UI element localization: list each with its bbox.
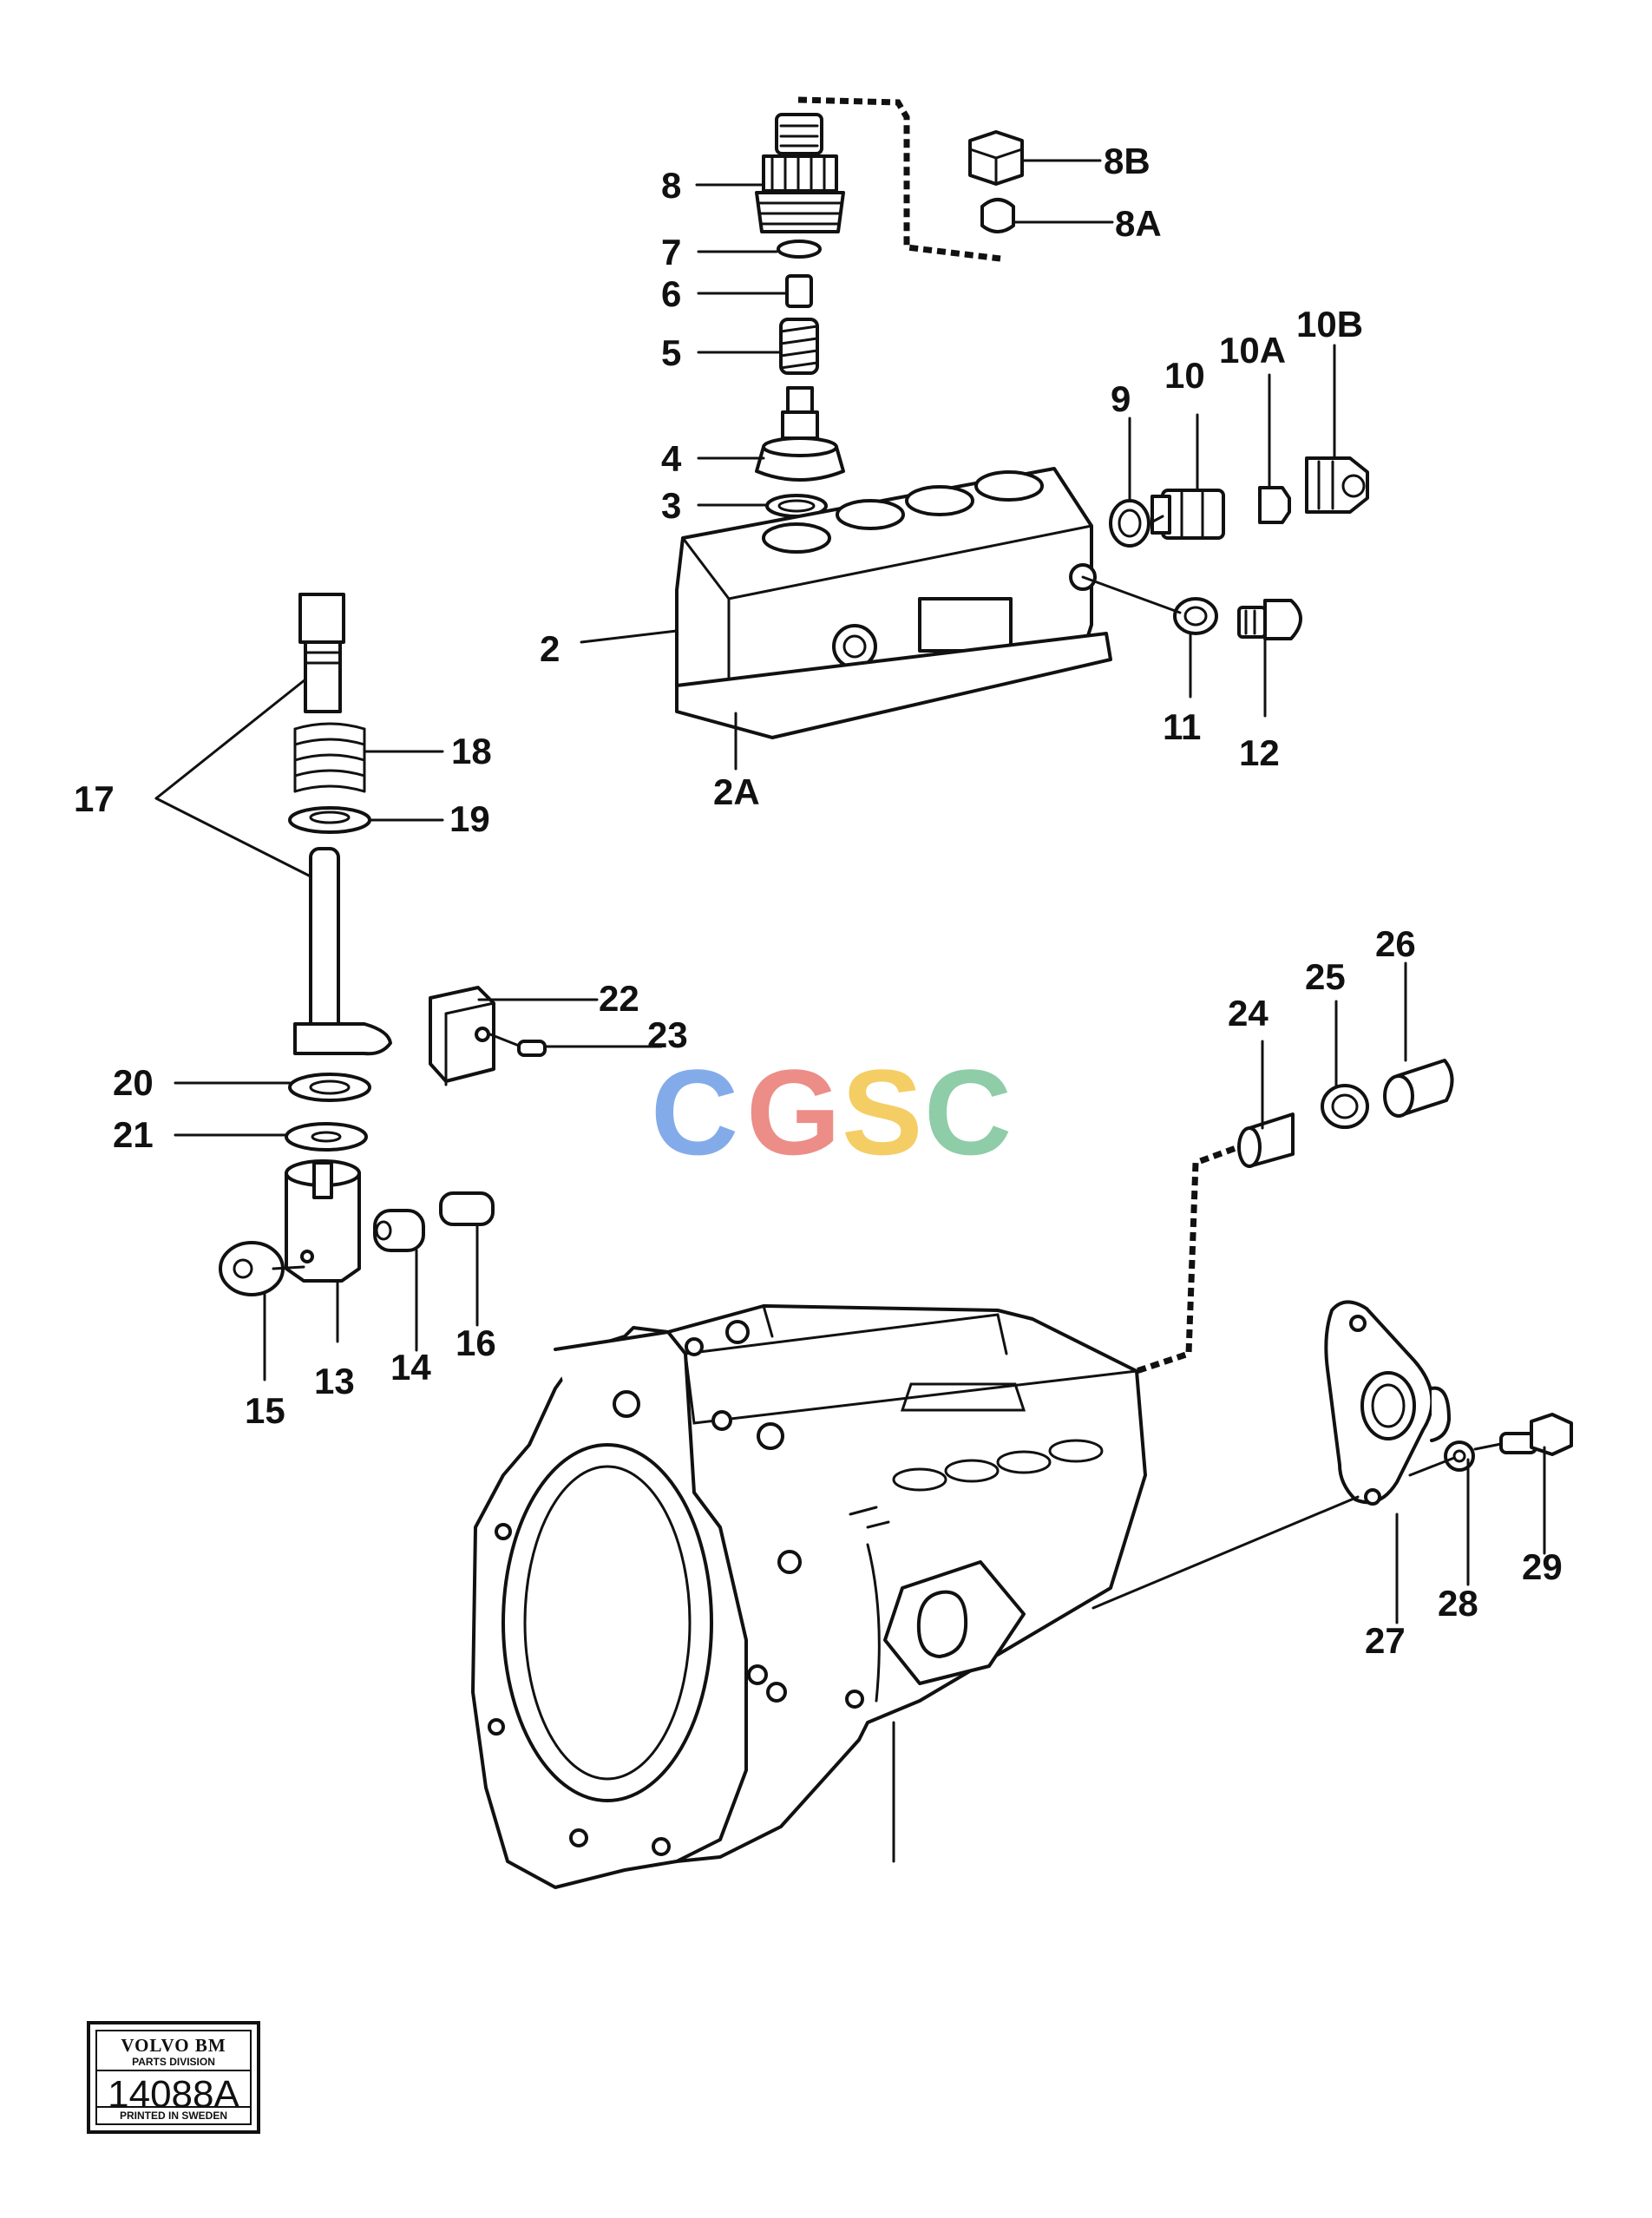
- leader-lines: [154, 159, 1546, 1863]
- part-14-bush: [373, 1209, 425, 1252]
- label-8A: 8A: [1115, 203, 1162, 244]
- label-27: 27: [1365, 1620, 1406, 1661]
- label-3: 3: [661, 485, 681, 526]
- watermark-letter-g: G: [746, 1044, 841, 1180]
- stamp-number: 14088A: [108, 2073, 239, 2116]
- label-11: 11: [1163, 706, 1201, 747]
- part-7-washer: [777, 240, 822, 259]
- label-21: 21: [113, 1114, 154, 1155]
- label-29: 29: [1522, 1546, 1563, 1587]
- stamp-brand: VOLVO BM: [121, 2035, 226, 2056]
- label-10A: 10A: [1219, 330, 1286, 371]
- watermark-logo: C G S C: [651, 1044, 1012, 1180]
- label-12: 12: [1239, 732, 1280, 773]
- stamp-frame: VOLVO BM PARTS DIVISION 14088A PRINTED I…: [95, 2030, 252, 2125]
- part-21-washer: [285, 1122, 368, 1152]
- part-20-washer: [288, 1073, 371, 1102]
- label-17: 17: [74, 778, 115, 819]
- stamp-footer: PRINTED IN SWEDEN: [97, 2106, 250, 2122]
- part-23-screw: [517, 1040, 547, 1057]
- callout-labels: 8 7 6 5 4 3 2 2A 8B 8A 9 10 10A 10B 11 1…: [74, 141, 1563, 1661]
- label-13: 13: [314, 1361, 355, 1401]
- part-2A-gasket: [675, 632, 1112, 739]
- label-19: 19: [449, 798, 490, 839]
- part-17-plunger-top: [298, 593, 345, 713]
- label-15: 15: [245, 1390, 285, 1431]
- part-13-sleeve: [285, 1159, 361, 1283]
- part-17-plunger: [293, 847, 392, 1056]
- part-26-sleeve: [1383, 1059, 1454, 1118]
- dashed-line-24: [1135, 1140, 1249, 1375]
- part-27-cover: [1324, 1300, 1451, 1506]
- label-4: 4: [661, 438, 682, 479]
- part-10A-nipple: [1258, 486, 1291, 524]
- watermark-letter-c2: C: [924, 1044, 1012, 1180]
- label-6: 6: [661, 273, 681, 314]
- part-10-union: [1150, 489, 1225, 540]
- part-22-bracket: [429, 986, 495, 1086]
- volvo-bm-stamp: VOLVO BM PARTS DIVISION 14088A PRINTED I…: [87, 2021, 260, 2134]
- part-29-screw: [1499, 1413, 1573, 1456]
- label-23: 23: [647, 1014, 688, 1055]
- label-8: 8: [661, 165, 681, 206]
- label-10B: 10B: [1296, 304, 1363, 345]
- watermark-letter-c1: C: [651, 1044, 738, 1180]
- label-26: 26: [1375, 923, 1416, 964]
- watermark-letter-s: S: [842, 1044, 922, 1180]
- part-12-plug: [1237, 599, 1302, 640]
- label-9: 9: [1111, 378, 1131, 419]
- label-2: 2: [540, 628, 560, 669]
- label-20: 20: [113, 1062, 154, 1103]
- label-5: 5: [661, 332, 681, 373]
- part-11-washer: [1173, 597, 1218, 635]
- label-16: 16: [456, 1322, 496, 1363]
- part-10B-bolt: [1305, 456, 1369, 514]
- part-24-bush: [1237, 1112, 1295, 1168]
- label-7: 7: [661, 232, 681, 272]
- part-8A-sleeve: [980, 198, 1015, 233]
- label-25: 25: [1305, 956, 1346, 997]
- part-28-washer: [1444, 1440, 1475, 1472]
- part-19-spring-seat: [288, 806, 371, 834]
- label-28: 28: [1438, 1583, 1478, 1624]
- label-10: 10: [1164, 355, 1205, 396]
- part-1-pump-housing: [471, 1304, 1147, 1889]
- dashed-line-8: [797, 96, 1001, 262]
- stamp-division: PARTS DIVISION: [97, 2056, 250, 2071]
- label-22: 22: [599, 978, 639, 1019]
- label-18: 18: [451, 731, 492, 771]
- part-9-washer: [1109, 499, 1150, 548]
- part-5-spring: [779, 318, 819, 375]
- label-2A: 2A: [713, 771, 760, 812]
- part-8-valve-holder: [755, 113, 845, 233]
- part-18-spring: [293, 722, 366, 793]
- part-4-delivery-valve: [755, 386, 845, 482]
- label-24: 24: [1228, 993, 1268, 1034]
- part-16-pin: [439, 1191, 495, 1226]
- label-8B: 8B: [1104, 141, 1150, 181]
- label-14: 14: [390, 1347, 431, 1388]
- part-8B-nut: [968, 130, 1024, 186]
- part-6-stop: [785, 274, 813, 308]
- part-25-ring: [1321, 1084, 1369, 1129]
